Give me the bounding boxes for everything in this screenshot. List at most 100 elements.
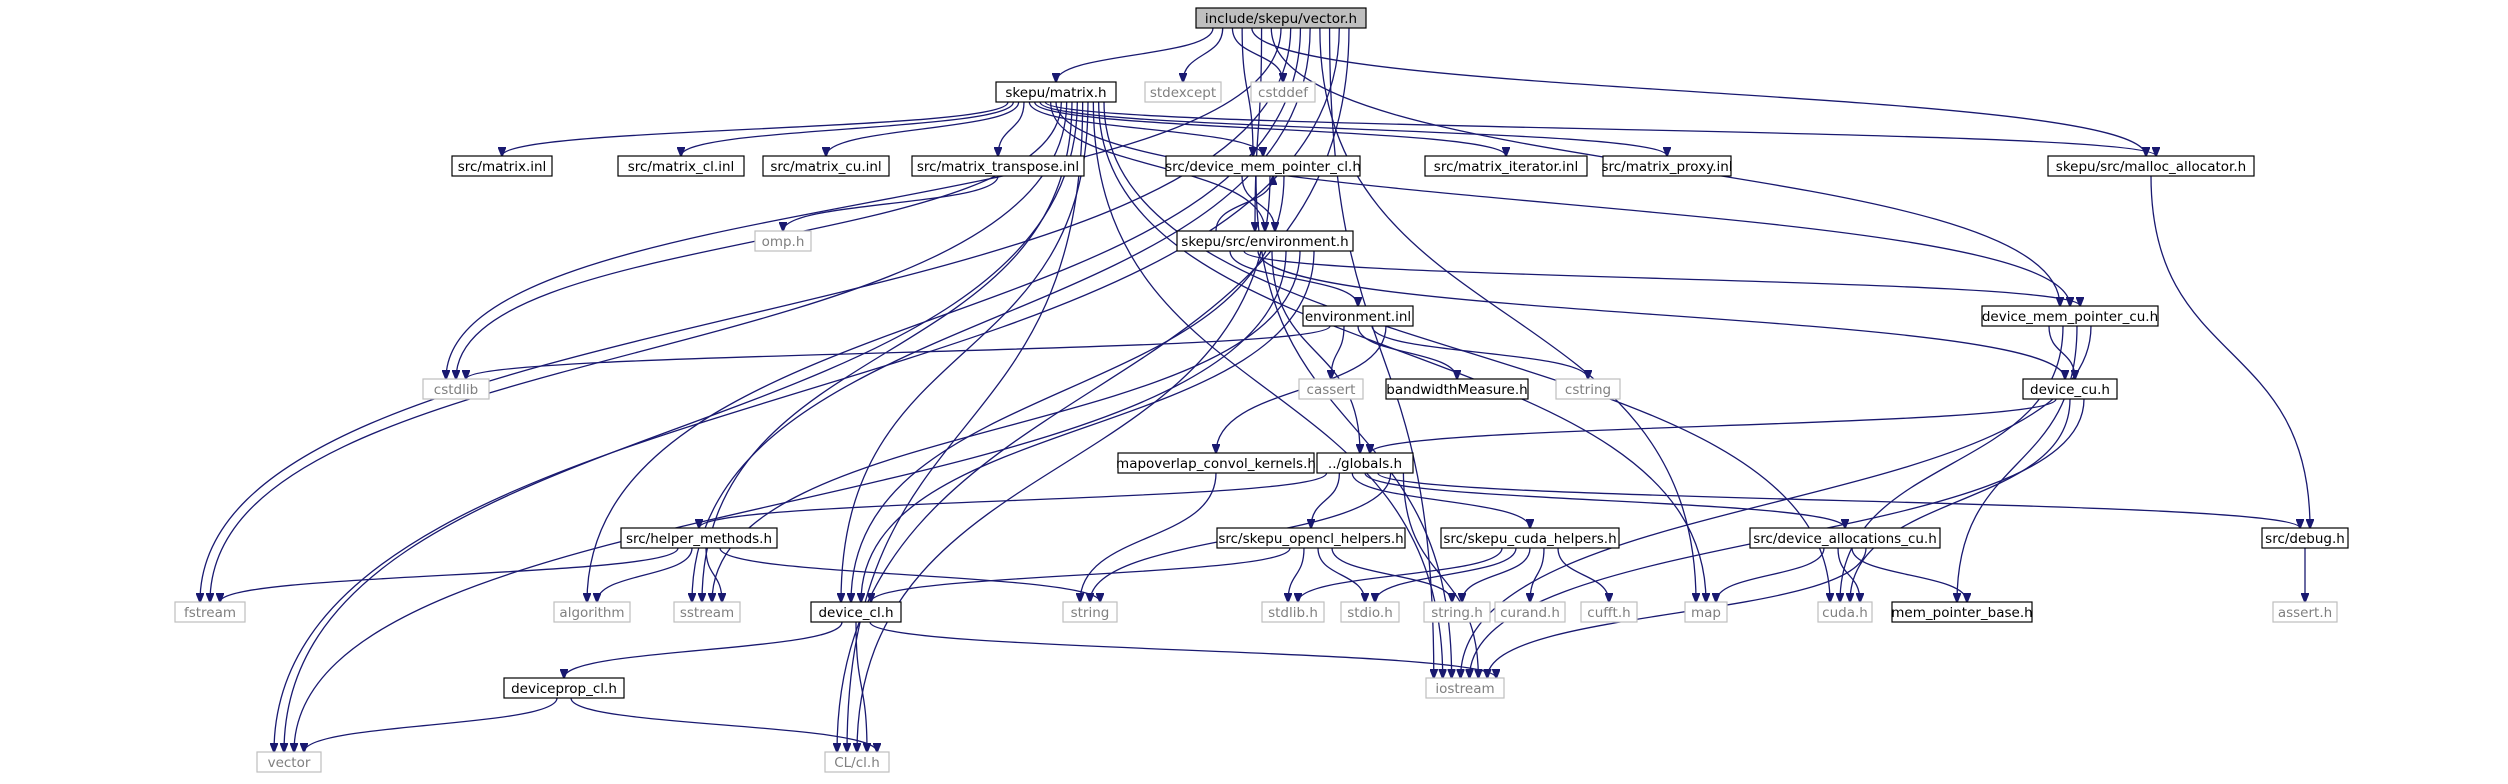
node-device-mem-pointer-cl-h[interactable]: src/device_mem_pointer_cl.h [1165, 155, 1361, 177]
edge-matrix_h-to-device_cl_h [841, 101, 1089, 602]
edge-matrix_h-to-iostream [1092, 101, 1442, 678]
edge-matrix_h-to-matrix_cl_inl [681, 101, 1014, 156]
edge-environment_h-to-device_cu_h [1257, 250, 2065, 379]
edge-device_cl_h-to-deviceprop_cl_h [564, 621, 843, 678]
edge-matrix_transpose_inl-to-omp_h [783, 175, 999, 231]
node-environment-h[interactable]: skepu/src/environment.h [1176, 230, 1354, 252]
node-deviceprop-cl-h[interactable]: deviceprop_cl.h [503, 677, 625, 699]
node-box [2047, 155, 2255, 177]
edge-device_allocations_cu_h-to-mem_pointer_base_h [1851, 547, 1967, 602]
node-box [1555, 378, 1621, 400]
node-label: src/matrix_iterator.inl [1434, 159, 1578, 175]
node-label: cstring [1565, 382, 1611, 398]
edge-environment_h-to-device_cl_h [861, 250, 1315, 602]
edge-skepu_cuda_helpers_h-to-string_h [1462, 547, 1531, 602]
node-skepu-cuda-helpers-h[interactable]: src/skepu_cuda_helpers.h [1440, 527, 1620, 549]
node-vector-h[interactable]: include/skepu/vector.h [1195, 7, 1367, 29]
edge-environment_inl-to-cstring [1371, 325, 1588, 379]
edge-device_mem_pointer_cu_h-to-iostream [1461, 325, 2092, 678]
node-matrix-proxy-inl[interactable]: src/matrix_proxy.inl [1601, 155, 1733, 177]
node-matrix-cu-inl[interactable]: src/matrix_cu.inl [762, 155, 890, 177]
node-matrix-cl-inl[interactable]: src/matrix_cl.inl [617, 155, 745, 177]
node-label: cuda.h [1822, 605, 1868, 621]
node-label: src/matrix_proxy.inl [1601, 159, 1732, 175]
node-device-cu-h[interactable]: device_cu.h [2022, 378, 2118, 400]
node-cstring: cstring [1555, 378, 1621, 400]
node-assert-h: assert.h [2272, 601, 2338, 623]
node-box [2261, 527, 2349, 549]
node-matrix-iterator-inl[interactable]: src/matrix_iterator.inl [1424, 155, 1588, 177]
node-vector: vector [256, 751, 322, 773]
node-debug-h[interactable]: src/debug.h [2261, 527, 2349, 549]
edge-deviceprop_cl_h-to-vector [304, 697, 558, 752]
edge-device_mem_pointer_cu_h-to-cuda_h [1840, 325, 2064, 602]
node-box [1261, 601, 1325, 623]
edge-environment_h-to-vector [294, 250, 1287, 752]
node-label: src/matrix.inl [458, 159, 547, 175]
edge-vector_h-to-fstream [200, 27, 1292, 602]
edge-device_mem_pointer_cl_h-to-CL_cl_h [857, 175, 1271, 752]
edge-skepu_cuda_helpers_h-to-stdio_h [1375, 547, 1517, 602]
edge-device_mem_pointer_cl_h-to-iostream [1255, 175, 1452, 678]
node-skepu-opencl-helpers-h[interactable]: src/skepu_opencl_helpers.h [1216, 527, 1406, 549]
node-device-allocations-cu-h[interactable]: src/device_allocations_cu.h [1749, 527, 1941, 549]
edge-matrix_h-to-device_mem_pointer_cl_h [1028, 101, 1263, 156]
node-mapoverlap-convol-kernels-h[interactable]: mapoverlap_convol_kernels.h [1116, 452, 1316, 474]
edge-device_mem_pointer_cl_h-to-environment_h [1241, 175, 1275, 231]
node-matrix-inl[interactable]: src/matrix.inl [451, 155, 553, 177]
node-iostream: iostream [1425, 677, 1505, 699]
node-box [451, 155, 553, 177]
node-box [1817, 601, 1873, 623]
node-label: cufft.h [1587, 605, 1630, 621]
edge-helper_methods_h-to-string [719, 547, 1100, 602]
node-globals-h[interactable]: ../globals.h [1316, 452, 1414, 474]
node-device-cl-h[interactable]: device_cl.h [810, 601, 902, 623]
node-box [620, 527, 778, 549]
edge-globals_h-to-skepu_opencl_helpers_h [1311, 472, 1341, 528]
node-label: assert.h [2278, 605, 2332, 621]
node-bandwidthMeasure-h[interactable]: bandwidthMeasure.h [1385, 378, 1529, 400]
edge-device_cu_h-to-globals_h [1370, 398, 2057, 453]
node-cstdlib: cstdlib [422, 378, 490, 400]
node-label: curand.h [1500, 605, 1560, 621]
edge-skepu_opencl_helpers_h-to-device_cl_h [871, 547, 1291, 602]
node-helper-methods-h[interactable]: src/helper_methods.h [620, 527, 778, 549]
node-device-mem-pointer-cu-h[interactable]: device_mem_pointer_cu.h [1981, 305, 2159, 327]
edge-device_mem_pointer_cu_h-to-mem_pointer_base_h [1957, 325, 2078, 602]
edge-vector_h-to-algorithm [587, 27, 1302, 602]
node-malloc-allocator-h[interactable]: skepu/src/malloc_allocator.h [2047, 155, 2255, 177]
edge-skepu_cuda_helpers_h-to-curand_h [1530, 547, 1545, 602]
edge-vector_h-to-sstream [692, 27, 1311, 602]
node-label: string [1071, 605, 1110, 621]
node-box [1440, 527, 1620, 549]
node-environment-inl[interactable]: environment.inl [1302, 305, 1414, 327]
node-label: CL/cl.h [834, 755, 880, 771]
node-cuda-h: cuda.h [1817, 601, 1873, 623]
node-fstream: fstream [174, 601, 246, 623]
node-matrix-h[interactable]: skepu/matrix.h [995, 81, 1117, 103]
node-omp-h: omp.h [754, 230, 812, 252]
edge-device_allocations_cu_h-to-iostream [1487, 547, 1867, 678]
node-label: src/matrix_cl.inl [628, 159, 735, 175]
node-box [762, 155, 890, 177]
node-box [911, 155, 1085, 177]
edge-matrix_h-to-matrix_transpose_inl [998, 101, 1025, 156]
edge-helper_methods_h-to-sstream [705, 547, 722, 602]
node-mem-pointer-base-h[interactable]: mem_pointer_base.h [1891, 601, 2033, 623]
node-box [754, 230, 812, 252]
edge-device_cu_h-to-cuda_h [1850, 398, 2071, 602]
node-box [995, 81, 1117, 103]
edge-matrix_h-to-malloc_allocator_h [1044, 101, 2156, 156]
edge-vector_h-to-stdexcept [1183, 27, 1224, 82]
edge-matrix_h-to-environment_h [1050, 101, 1265, 231]
node-matrix-transpose-inl[interactable]: src/matrix_transpose.inl [911, 155, 1085, 177]
node-string: string [1062, 601, 1118, 623]
node-box [1176, 230, 1354, 252]
node-label: omp.h [762, 234, 805, 250]
node-box [503, 677, 625, 699]
edge-device_cl_h-to-iostream [869, 621, 1496, 678]
node-label: src/skepu_opencl_helpers.h [1218, 531, 1403, 547]
node-cassert: cassert [1298, 378, 1364, 400]
node-sstream: sstream [673, 601, 741, 623]
